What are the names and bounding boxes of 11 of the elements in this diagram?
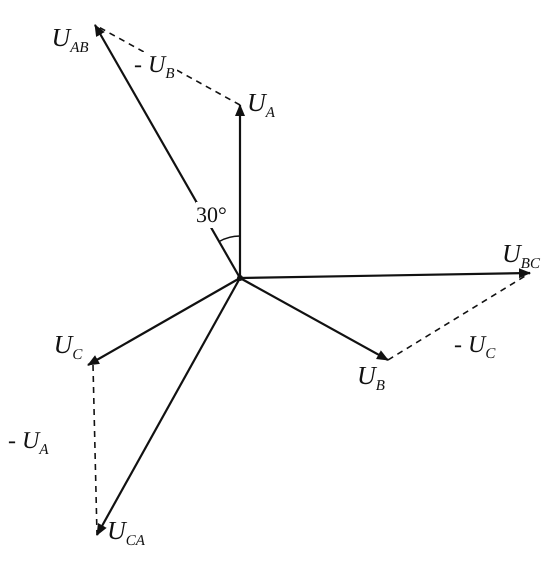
vector-label: U$_{A}$ [240, 88, 282, 122]
dashed-line [388, 272, 530, 361]
origin-point [237, 275, 243, 281]
vector-label: U$_{BC}$ [492, 240, 550, 273]
vector-label: U$_{B}$ [350, 360, 392, 396]
angle-label: 30° [196, 202, 227, 228]
vector-label: U$_{AB}$ [45, 22, 95, 58]
dashed-line [92, 364, 98, 536]
vector-label: U$_{C}$ [48, 330, 88, 365]
vector-label: U$_{CA}$ [97, 515, 155, 551]
vector-arrow [235, 104, 245, 278]
